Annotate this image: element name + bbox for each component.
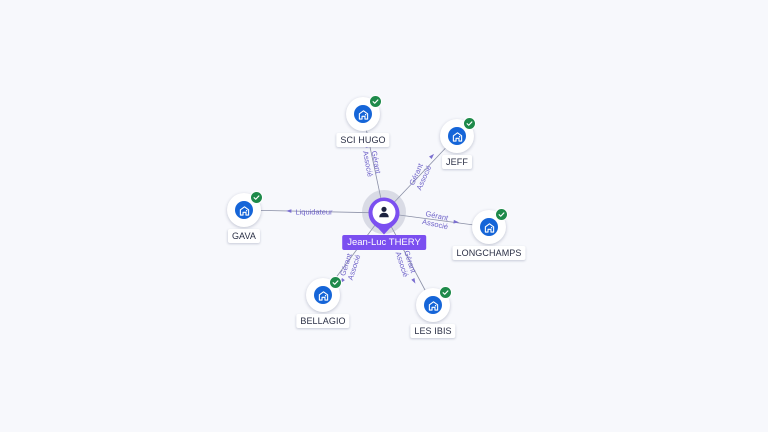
edge-role-label: GérantAssocié: [421, 209, 450, 232]
company-name-label[interactable]: GAVA: [227, 229, 261, 243]
building-icon: [480, 218, 498, 236]
edge-arrow-icon: [411, 278, 416, 284]
verified-check-icon: [250, 191, 263, 204]
edge-arrow-icon: [429, 153, 435, 159]
company-name-label[interactable]: BELLAGIO: [296, 314, 350, 328]
edge-role-line: Gérant: [370, 150, 383, 175]
company-name-label[interactable]: JEFF: [442, 155, 472, 169]
person-name-label[interactable]: Jean-Luc THERY: [342, 235, 426, 250]
edge-longchamps[interactable]: GérantAssocié: [383, 209, 490, 232]
edge-role-label: GérantAssocié: [338, 251, 363, 281]
building-icon: [448, 127, 466, 145]
edge-arrow-icon: [453, 219, 459, 224]
company-name-label[interactable]: LES IBIS: [410, 324, 456, 338]
company-node-circle[interactable]: [472, 208, 508, 244]
edge-role-label: Liquidateur: [295, 208, 333, 217]
company-name-label[interactable]: LONGCHAMPS: [452, 246, 526, 260]
verified-check-icon: [463, 117, 476, 130]
edge-line: [243, 209, 385, 214]
company-node-circle[interactable]: [416, 286, 452, 322]
edge-arrow-icon: [286, 209, 292, 213]
edge-role-label: GérantAssocié: [361, 148, 383, 177]
edge-role-label: GérantAssocié: [394, 248, 419, 278]
building-icon: [314, 286, 332, 304]
company-node-circle[interactable]: [306, 276, 342, 312]
verified-check-icon: [369, 95, 382, 108]
building-icon: [235, 201, 253, 219]
company-name-label[interactable]: SCI HUGO: [336, 133, 390, 147]
building-icon: [354, 105, 372, 123]
company-node-circle[interactable]: [440, 117, 476, 153]
company-node-circle[interactable]: [227, 191, 263, 227]
edge-line: [383, 135, 458, 214]
person-pin-icon[interactable]: [367, 196, 401, 236]
edge-line: [383, 212, 490, 228]
building-icon: [424, 296, 442, 314]
edge-role-line: Liquidateur: [295, 208, 333, 217]
verified-check-icon: [495, 208, 508, 221]
verified-check-icon: [439, 286, 452, 299]
verified-check-icon: [329, 276, 342, 289]
company-node-circle[interactable]: [346, 95, 382, 131]
person-icon: [379, 206, 389, 218]
edge-gava[interactable]: Liquidateur: [243, 208, 385, 217]
